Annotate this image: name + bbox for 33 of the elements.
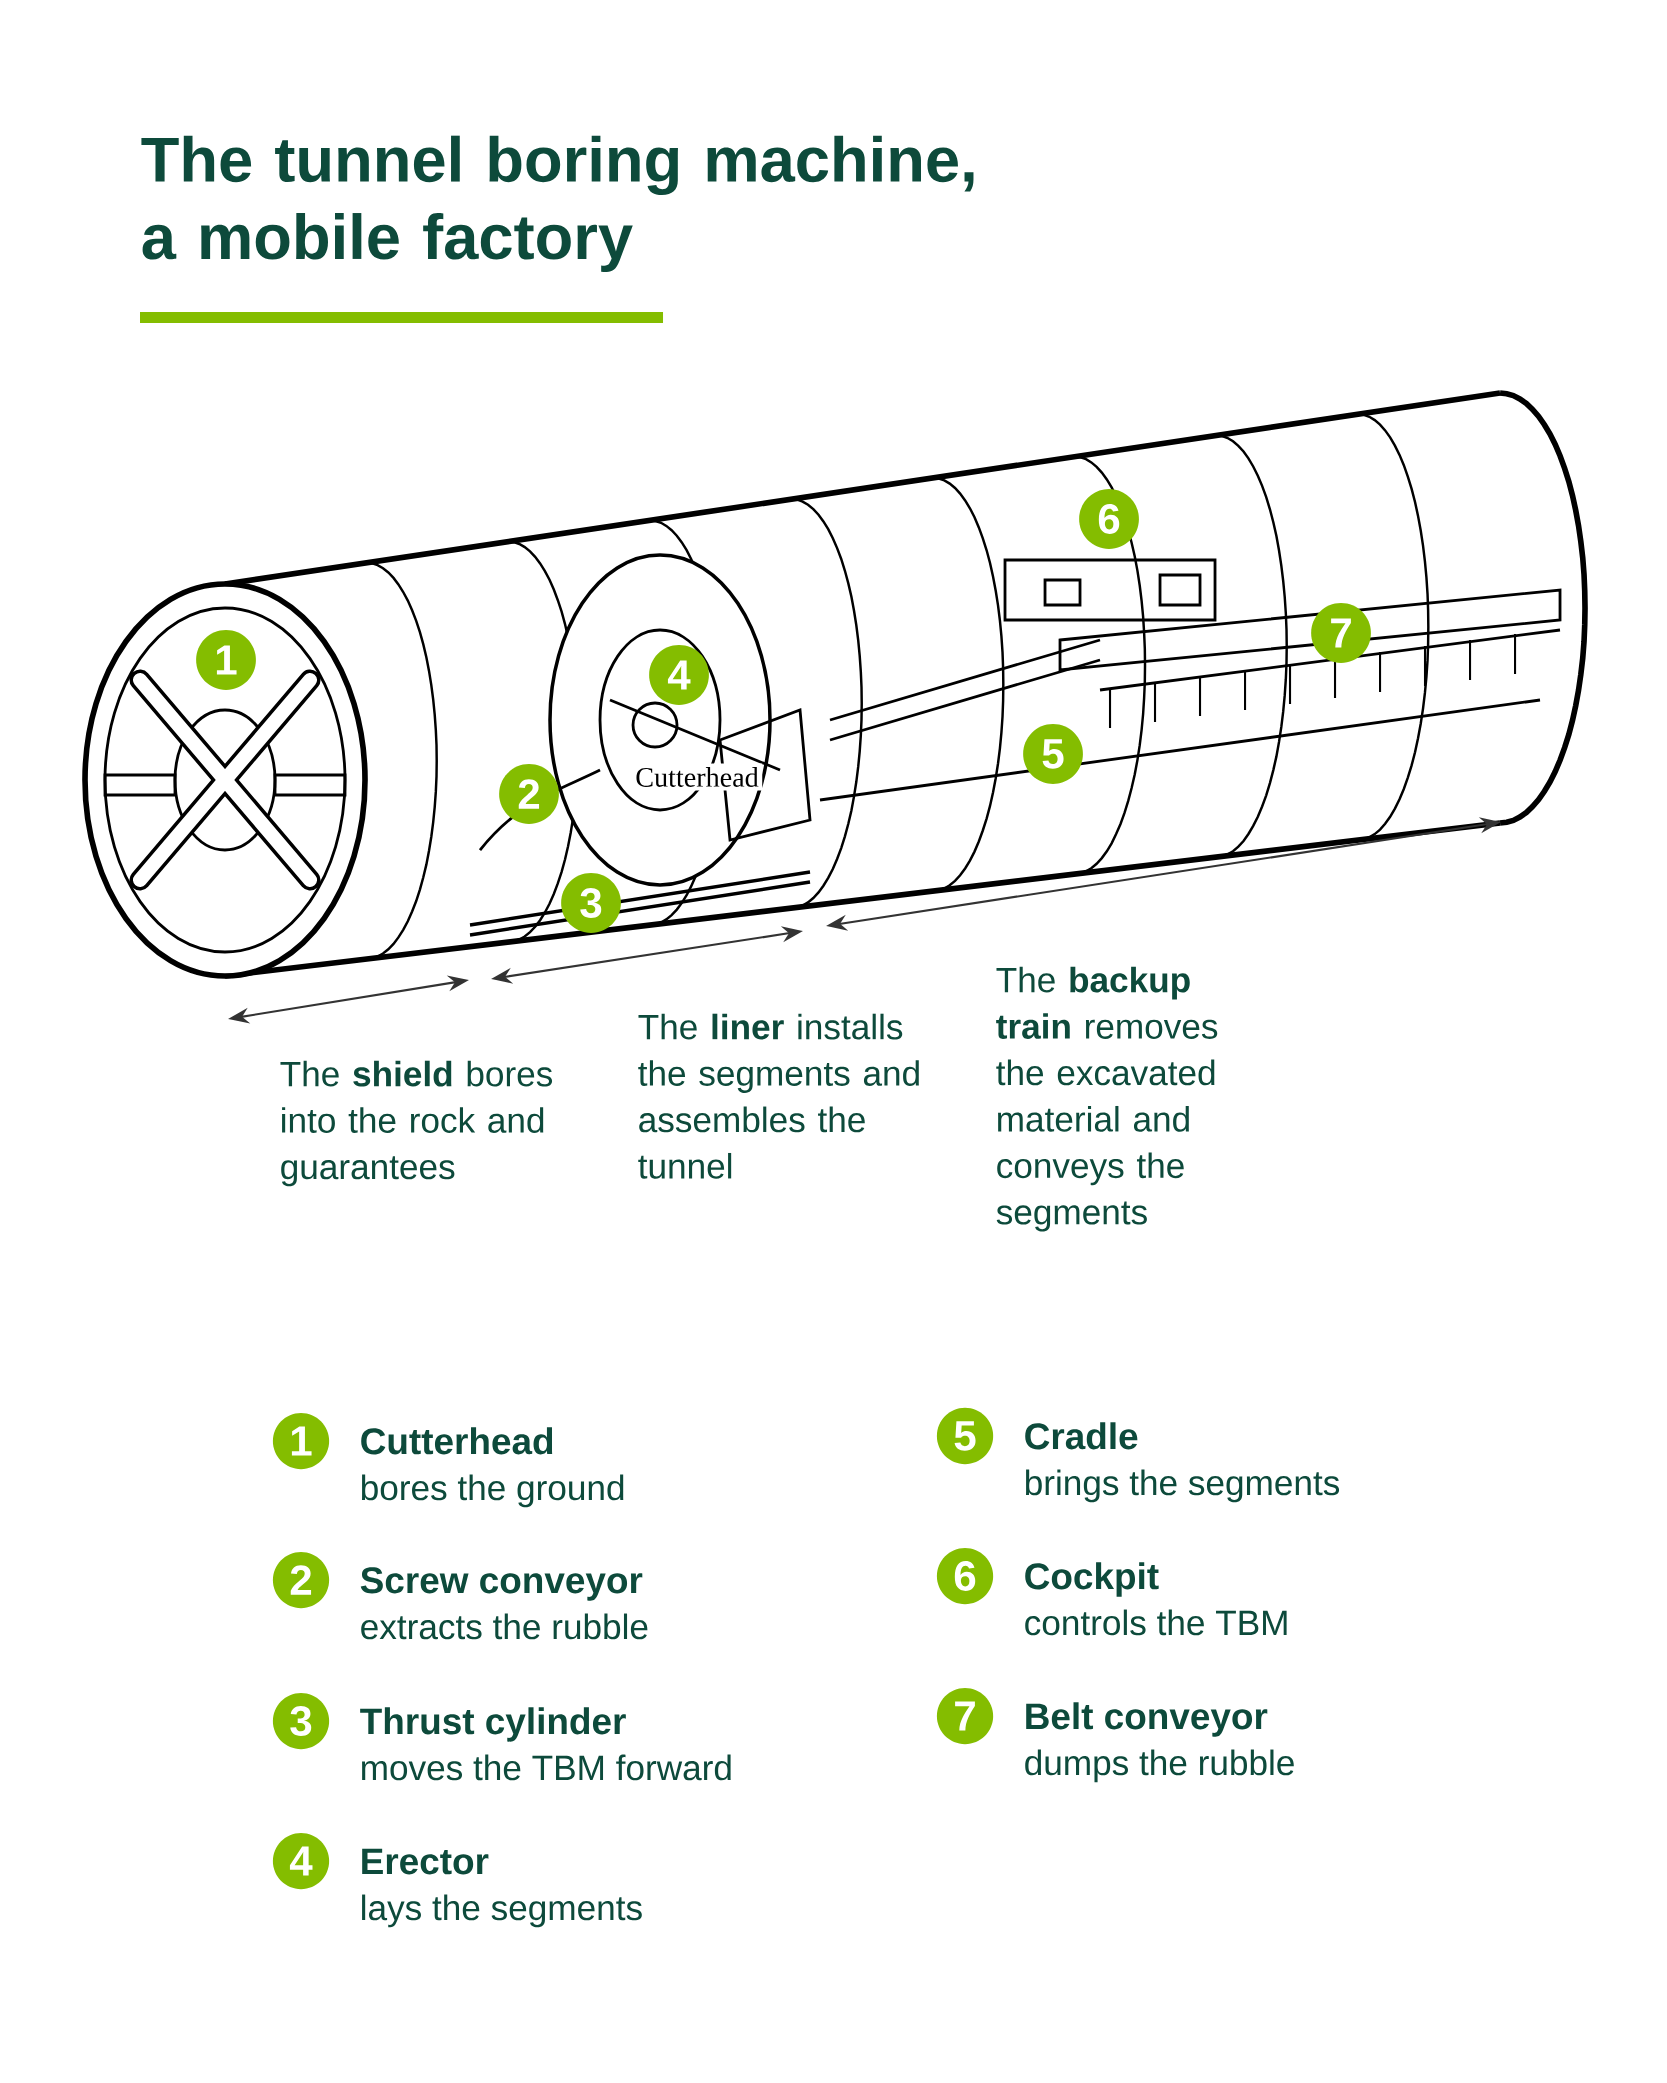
callout-number: 3 [561, 873, 621, 933]
key-description: moves the TBM forward [362, 1754, 731, 1781]
key-description: extracts the rubble [361, 1613, 648, 1640]
callout-number: 5 [936, 1407, 994, 1465]
callout-number: 4 [272, 1832, 330, 1890]
callout-number: 6 [1079, 489, 1139, 549]
key-description: lays the segments [362, 1894, 642, 1928]
callout-number: 2 [499, 764, 559, 824]
key-heading: Screw conveyor [360, 1567, 643, 1601]
section-description: The backup train removes the excavated material and conveys the segments [996, 966, 1218, 1232]
key-heading: Belt conveyor [1026, 1702, 1268, 1737]
key-heading: Cockpit [1025, 1562, 1159, 1597]
callout-number: 3 [272, 1692, 330, 1750]
callout-number: 2 [272, 1551, 330, 1609]
title: The tunnel boring machine, a mobile factory [141, 135, 974, 273]
key-description: brings the segments [1026, 1469, 1340, 1503]
callout-number: 1 [272, 1412, 330, 1470]
key-heading: Thrust cylinder [360, 1707, 626, 1742]
key-heading: Erector [362, 1848, 489, 1875]
callout-number: 7 [1311, 603, 1371, 663]
callout-number: 7 [936, 1687, 994, 1745]
section-description: The shield bores into the rock and guarantees [280, 1060, 553, 1187]
key-description: dumps the rubble [1025, 1749, 1294, 1783]
key-description: controls the TBM [1025, 1609, 1287, 1636]
key-heading: Cutterhead [361, 1427, 553, 1455]
key-heading: Cradle [1025, 1422, 1138, 1450]
callout-number: 5 [1023, 724, 1083, 784]
callout-number: 6 [936, 1547, 994, 1605]
callout-number: 4 [649, 645, 709, 705]
section-description: The liner installs the segments and assembles the tunnel [638, 1013, 919, 1179]
callout-number: 1 [196, 630, 256, 690]
part-label: Cutterhead [631, 763, 763, 791]
key-description: bores the ground [361, 1474, 624, 1508]
